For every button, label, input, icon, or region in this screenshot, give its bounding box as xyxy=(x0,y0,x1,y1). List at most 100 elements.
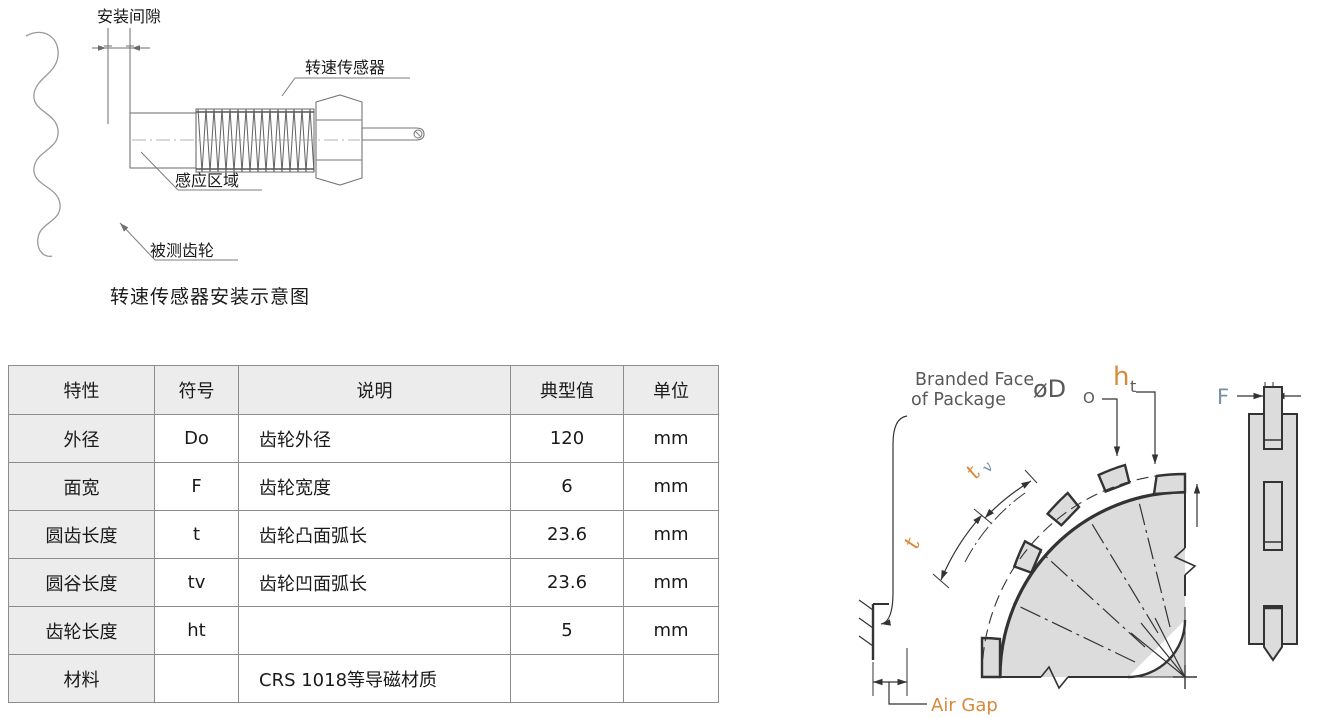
sensor-nose xyxy=(129,112,197,169)
cell-description xyxy=(238,606,511,655)
leader-measured-gear xyxy=(119,222,156,261)
cell-description: 齿轮凹面弧长 xyxy=(238,558,511,607)
cell-feature: 圆齿长度 xyxy=(8,510,155,559)
hub-radial xyxy=(1154,617,1186,678)
side-view-tooth-upper xyxy=(1263,386,1283,450)
label-face-width: F xyxy=(1217,385,1229,409)
cell-typical: 6 xyxy=(510,462,624,511)
thread-pattern xyxy=(197,108,315,173)
cell-symbol: tv xyxy=(154,558,239,607)
ht-symbol: h xyxy=(1113,362,1129,392)
cell-typical xyxy=(510,654,624,703)
cable-end-hatch xyxy=(414,130,422,138)
header-desc: 说明 xyxy=(238,365,511,415)
label-sensing-area: 感应区域 xyxy=(175,171,239,190)
cell-typical: 120 xyxy=(510,414,624,463)
cell-description: CRS 1018等导磁材质 xyxy=(238,654,511,703)
break-symbol-bottom xyxy=(1040,665,1069,690)
gear-tooth xyxy=(980,636,1002,679)
cell-unit xyxy=(623,654,719,703)
ht-subscript: t xyxy=(1130,377,1136,396)
header-typical: 典型值 xyxy=(510,365,624,415)
gear-tooth xyxy=(1045,491,1081,527)
sensor-cable xyxy=(361,127,425,141)
radial-centerline xyxy=(1091,523,1159,634)
ht-leader-elbow xyxy=(1136,391,1156,412)
leader-speed-sensor xyxy=(281,77,410,97)
cell-feature: 材料 xyxy=(8,654,155,703)
label-outer-diameter: øD O xyxy=(1033,375,1095,407)
branded-face-leader xyxy=(880,415,908,626)
t-tick-b xyxy=(932,573,950,589)
gear-spec-table: 特性 符号 说明 典型值 单位 外径 Do 齿轮外径 120 mm 面宽 F 齿… xyxy=(8,365,719,703)
tv-tick-b xyxy=(973,508,992,524)
gear-tooth xyxy=(1097,463,1131,494)
cell-feature: 齿轮长度 xyxy=(8,606,155,655)
label-measured-gear: 被测齿轮 xyxy=(150,241,214,260)
table-row: 材料 CRS 1018等导磁材质 xyxy=(8,654,719,703)
header-symbol: 符号 xyxy=(154,365,239,415)
package-hatch xyxy=(858,599,874,647)
gear-tooth xyxy=(1152,472,1187,496)
label-mounting-gap: 安装间隙 xyxy=(97,7,161,26)
radial-centerline xyxy=(1040,551,1146,648)
gear-root-arc xyxy=(998,490,1186,678)
header-feature: 特性 xyxy=(8,365,155,415)
label-tooth-height: h t xyxy=(1113,362,1136,396)
pitch-arc xyxy=(964,492,1026,563)
gear-hub-arc xyxy=(1127,619,1187,679)
table-row: 外径 Do 齿轮外径 120 mm xyxy=(8,414,719,463)
t-symbol: t xyxy=(899,535,926,553)
cell-feature: 面宽 xyxy=(8,462,155,511)
cell-unit: mm xyxy=(623,510,719,559)
cell-symbol: F xyxy=(154,462,239,511)
tv-dim-arc xyxy=(984,480,1032,519)
radial-centerline xyxy=(1009,601,1136,663)
sensor-thread-barrel xyxy=(195,108,315,173)
outer-diameter-arc xyxy=(981,473,1186,678)
header-unit: 单位 xyxy=(623,365,719,415)
hex-nut xyxy=(315,94,363,186)
radial-centerline xyxy=(1138,501,1171,628)
t-dim-arc xyxy=(940,514,983,581)
table-row: 圆齿长度 t 齿轮凸面弧长 23.6 mm xyxy=(8,510,719,559)
cell-unit: mm xyxy=(623,414,719,463)
gear-tooth xyxy=(1012,539,1043,575)
table-row: 齿轮长度 ht 5 mm xyxy=(8,606,719,655)
sensor-diagram-caption: 转速传感器安装示意图 xyxy=(110,286,311,308)
cell-feature: 外径 xyxy=(8,414,155,463)
cell-symbol xyxy=(154,654,239,703)
label-air-gap: Air Gap xyxy=(931,695,998,716)
cell-typical: 5 xyxy=(510,606,624,655)
table-row: 面宽 F 齿轮宽度 6 mm xyxy=(8,462,719,511)
hub-radial xyxy=(1130,632,1186,678)
label-valley-arc: t v xyxy=(961,458,997,484)
cell-symbol: ht xyxy=(154,606,239,655)
cell-feature: 圆谷长度 xyxy=(8,558,155,607)
tv-tick-a xyxy=(1024,469,1038,484)
label-branded-face-line2: of Package xyxy=(911,390,1006,410)
side-view-tooth-middle xyxy=(1263,481,1283,551)
cell-typical: 23.6 xyxy=(510,510,624,559)
leader-sensing-area xyxy=(140,151,262,191)
gear-wave-profile xyxy=(25,31,61,258)
cell-description: 齿轮凸面弧长 xyxy=(238,510,511,559)
cell-description: 齿轮外径 xyxy=(238,414,511,463)
cell-description: 齿轮宽度 xyxy=(238,462,511,511)
cell-unit: mm xyxy=(623,558,719,607)
cell-unit: mm xyxy=(623,606,719,655)
sensor-installation-diagram: 安装间隙 转速传感器 感应区域 被测齿轮 xyxy=(25,7,425,261)
gear-body-quarter xyxy=(1000,492,1185,677)
od-leader xyxy=(1102,398,1118,427)
cell-symbol: Do xyxy=(154,414,239,463)
side-view-tooth-lower xyxy=(1263,605,1283,662)
label-branded-face-line1: Branded Face xyxy=(915,370,1034,390)
od-subscript: O xyxy=(1083,389,1095,407)
label-tooth-arc: t xyxy=(899,535,926,553)
airgap-leader xyxy=(888,682,927,705)
label-speed-sensor: 转速传感器 xyxy=(305,58,385,77)
hub-radial xyxy=(1140,622,1186,678)
cell-symbol: t xyxy=(154,510,239,559)
cell-unit: mm xyxy=(623,462,719,511)
